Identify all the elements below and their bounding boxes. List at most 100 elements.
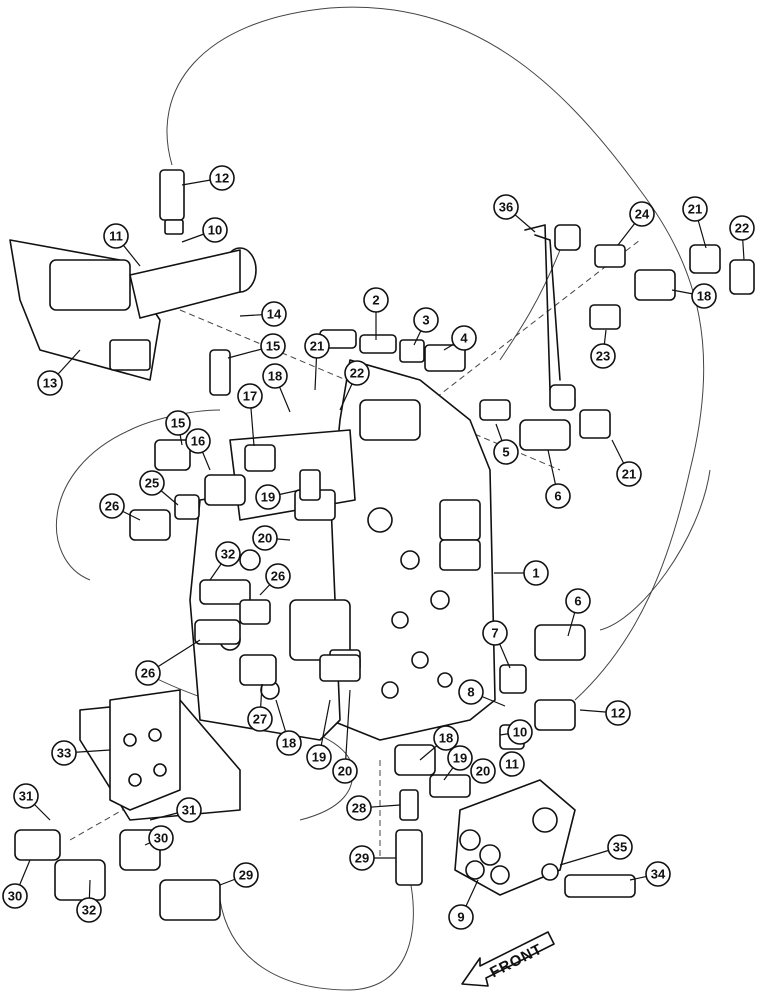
callout-number: 3 (422, 313, 429, 328)
callout-10: 10 (499, 719, 533, 745)
callout-circle (507, 719, 533, 745)
centerline-upper (419, 239, 641, 411)
callout-circle (565, 588, 591, 614)
callout-number: 26 (105, 499, 119, 514)
callout-19: 19 (255, 484, 301, 510)
callout-circle (176, 797, 202, 823)
callout-number: 35 (613, 840, 627, 855)
callout-circle (165, 410, 191, 436)
callout-number: 15 (266, 339, 280, 354)
callout-number: 33 (57, 746, 71, 761)
callout-number: 27 (253, 712, 267, 727)
callout-circle (148, 825, 174, 851)
callout-circle (493, 194, 519, 220)
callout-circle (332, 758, 358, 784)
callout-number: 22 (350, 366, 364, 381)
callout-6: 6 (545, 449, 571, 509)
callout-number: 29 (355, 851, 369, 866)
callout-circle (261, 301, 287, 327)
callout-number: 6 (574, 594, 581, 609)
callout-number: 20 (258, 531, 272, 546)
callout-number: 18 (282, 736, 296, 751)
callout-circle (451, 325, 477, 351)
callout-9: 9 (448, 879, 479, 930)
callout-circle (346, 795, 372, 821)
callout-20: 20 (252, 525, 291, 551)
callout-circle (629, 201, 655, 227)
callout-20: 20 (332, 689, 358, 784)
callout-circle (99, 493, 125, 519)
callout-27: 27 (247, 683, 273, 732)
callout-circle (37, 370, 63, 396)
callout-circle (262, 363, 288, 389)
callout-number: 10 (208, 223, 222, 238)
callout-circle (607, 834, 633, 860)
callout-number: 18 (439, 731, 453, 746)
callout-3: 3 (413, 307, 439, 346)
callout-8: 8 (458, 679, 506, 707)
callout-circle (139, 470, 165, 496)
callout-circle (499, 751, 525, 777)
callout-29: 29 (349, 845, 396, 871)
callout-21: 21 (611, 439, 642, 487)
callout-circle (51, 740, 77, 766)
callout-1: 1 (494, 560, 549, 586)
callout-circle (590, 343, 616, 369)
callout-number: 21 (310, 339, 324, 354)
callout-number: 26 (271, 569, 285, 584)
callout-25: 25 (139, 470, 179, 506)
callout-circle (493, 439, 519, 465)
callout-circle (135, 660, 161, 686)
callout-circle (247, 706, 273, 732)
callout-group: 1234566789101011111212131415151617181818… (2, 165, 755, 930)
callout-18: 18 (275, 699, 302, 756)
callout-number: 11 (505, 757, 519, 772)
callout-circle (13, 783, 39, 809)
callout-19: 19 (443, 745, 473, 781)
callout-number: 21 (688, 202, 702, 217)
callout-7: 7 (482, 620, 511, 669)
callout-31: 31 (13, 783, 51, 821)
callout-2: 2 (363, 287, 389, 340)
callout-number: 23 (596, 349, 610, 364)
callout-11: 11 (499, 751, 525, 777)
solenoid-valve-block (9, 239, 257, 381)
callout-circle (209, 165, 235, 191)
callout-number: 6 (554, 489, 561, 504)
callout-number: 28 (352, 801, 366, 816)
callout-5: 5 (493, 423, 519, 465)
callout-circle (363, 287, 389, 313)
hose-line-bottom (219, 879, 414, 991)
callout-36: 36 (493, 194, 536, 233)
callout-18: 18 (419, 725, 459, 761)
callout-number: 19 (453, 751, 467, 766)
callout-26: 26 (99, 493, 141, 521)
callout-22: 22 (729, 215, 755, 261)
callout-number: 14 (267, 307, 282, 322)
callout-20: 20 (470, 758, 496, 784)
callout-circle (545, 483, 571, 509)
callout-22: 22 (339, 360, 370, 411)
small-valve-block (454, 779, 576, 896)
callout-29: 29 (219, 862, 259, 888)
callout-28: 28 (346, 795, 401, 821)
callout-circle (276, 730, 302, 756)
callout-circle (447, 745, 473, 771)
callout-12: 12 (579, 700, 631, 726)
callout-26: 26 (135, 639, 201, 686)
callout-number: 9 (457, 910, 464, 925)
callout-number: 17 (243, 389, 257, 404)
callout-circle (729, 215, 755, 241)
callout-11: 11 (103, 223, 141, 267)
callout-12: 12 (181, 165, 235, 191)
callout-circle (645, 861, 671, 887)
callout-4: 4 (443, 325, 477, 351)
hose-line-mid-right (499, 249, 561, 361)
callout-circle (304, 333, 330, 359)
callout-32: 32 (209, 541, 241, 581)
callout-15: 15 (165, 410, 191, 446)
callout-circle (458, 679, 484, 705)
callout-circle (691, 283, 717, 309)
callout-21: 21 (682, 196, 708, 249)
